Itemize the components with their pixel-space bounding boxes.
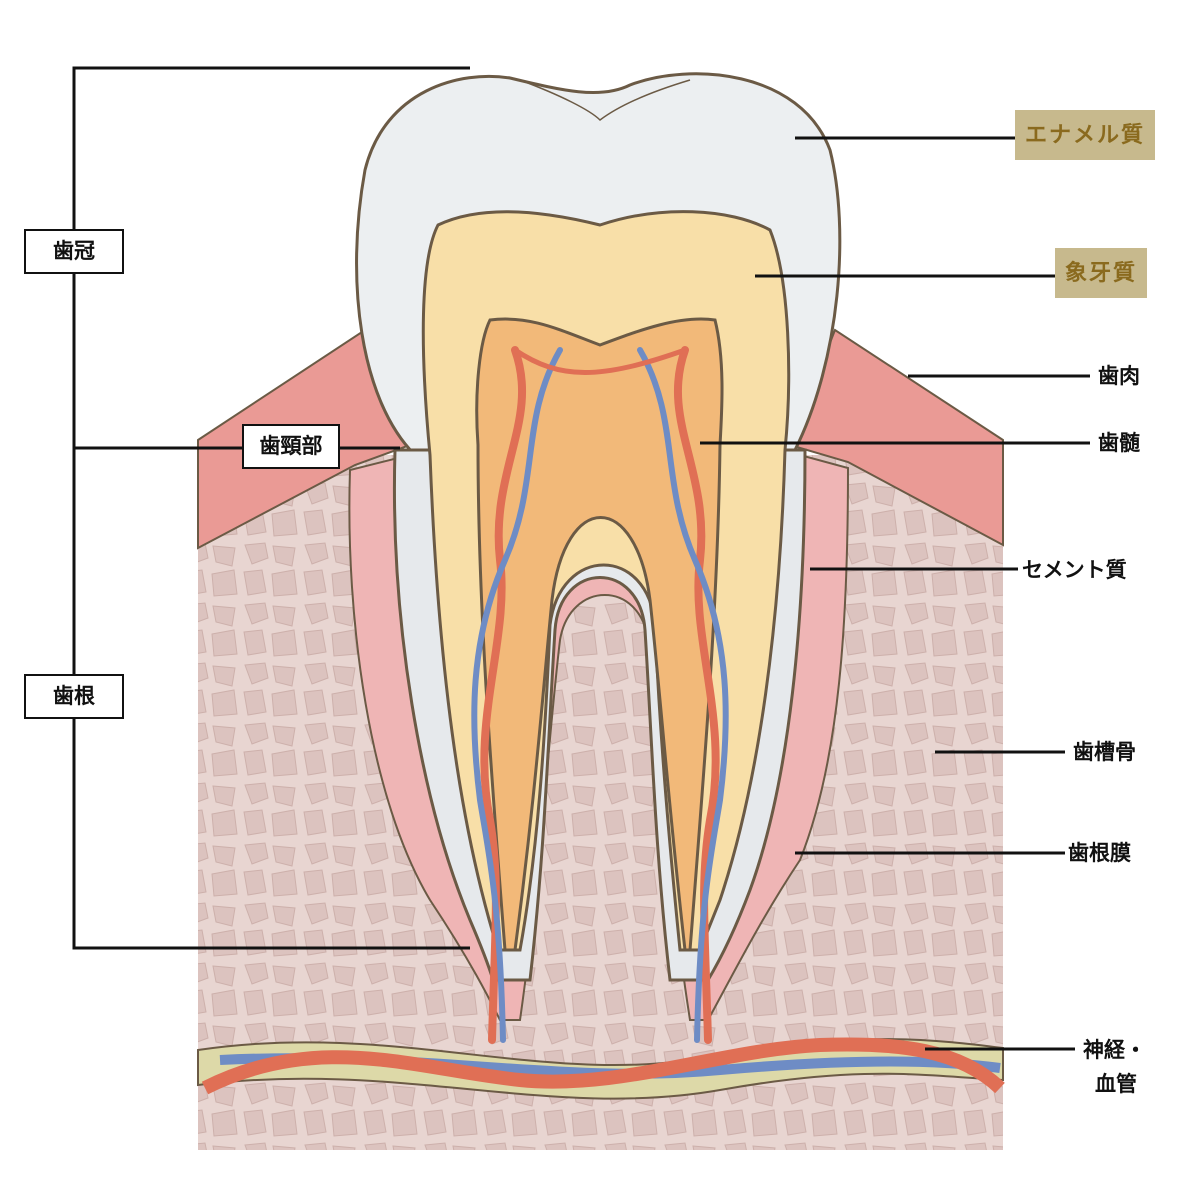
neck-label: 歯頸部 [242,424,340,469]
pulp [475,317,724,952]
alveolar-bone-label: 歯槽骨 [1073,740,1136,764]
pulp-label: 歯髄 [1098,431,1140,455]
cementum-label: セメント質 [1022,558,1127,582]
dentin-label: 象牙質 [1055,248,1148,298]
pulp-vein-left [471,347,563,1043]
nerve-label-line2: 血管 [1095,1072,1137,1096]
left-bracket [72,66,470,950]
enamel-groove [519,79,691,121]
artery-horizontal [201,1037,1005,1095]
root-label: 歯根 [24,674,124,719]
pulp-vein-right [637,347,729,1043]
gum-label: 歯肉 [1098,364,1140,388]
gum-right [788,328,1004,547]
enamel-label: エナメル質 [1015,110,1156,160]
periodontal-ligament-label: 歯根膜 [1068,841,1131,865]
pulp-artery-branch [513,347,686,375]
crown-label: 歯冠 [24,229,124,274]
nerve-label-line1: 神経・ [1083,1038,1146,1062]
